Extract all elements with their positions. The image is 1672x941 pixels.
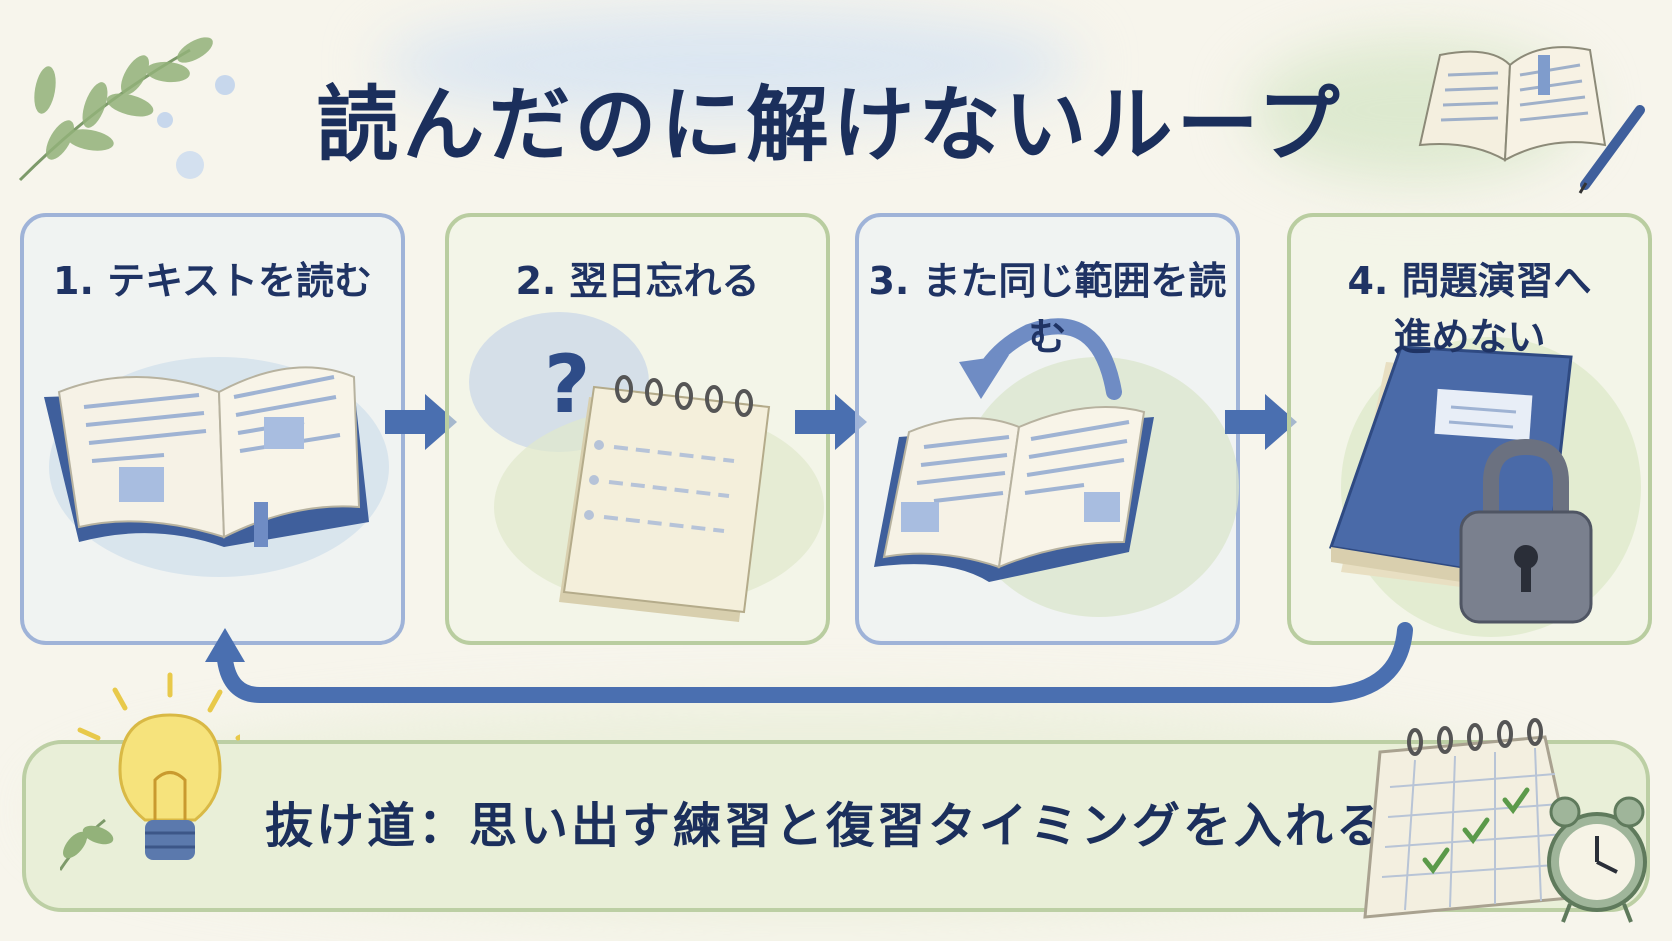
step-label-1: 1. テキストを読む [53,259,372,303]
cycle-arrow-head [959,355,1009,399]
step-panel-4: 4. 問題演習へ 進めない [1287,213,1652,645]
step-panel-3: 3. また同じ範囲を読む [855,213,1240,645]
question-mark-icon: ? [544,338,590,431]
background-wash [380,10,1080,120]
calendar-icon [1363,718,1647,923]
notepad-icon [559,375,771,622]
flow-arrow-1 [385,394,457,450]
flow-arrow-3 [1225,394,1297,450]
lightbulb-icon [60,672,240,871]
step-label-2: 2. 翌日忘れる [515,259,760,303]
open-book-pen-icon [1418,46,1645,194]
leaf-sprig-icon [18,37,235,182]
step-panel-2: ? 2. 翌日忘れる [445,213,830,645]
page-title: 読んだのに解けないループ [316,78,1344,173]
solution-text: 抜け道：思い出す練習と復習タイミングを入れる [265,798,1388,854]
open-book-icon [44,366,369,547]
return-loop-arrow [205,622,1413,703]
step-panel-1: 1. テキストを読む [20,213,405,645]
flow-arrow-2 [795,394,867,450]
step-label-4: 4. 問題演習へ 進めない [1347,259,1592,359]
step-label-3: 3. また同じ範囲を読む [868,259,1227,359]
open-book-icon [874,406,1154,582]
padlock-icon [1459,438,1593,624]
alarm-clock-icon [1547,796,1647,923]
cycle-arrow-icon [976,318,1122,400]
